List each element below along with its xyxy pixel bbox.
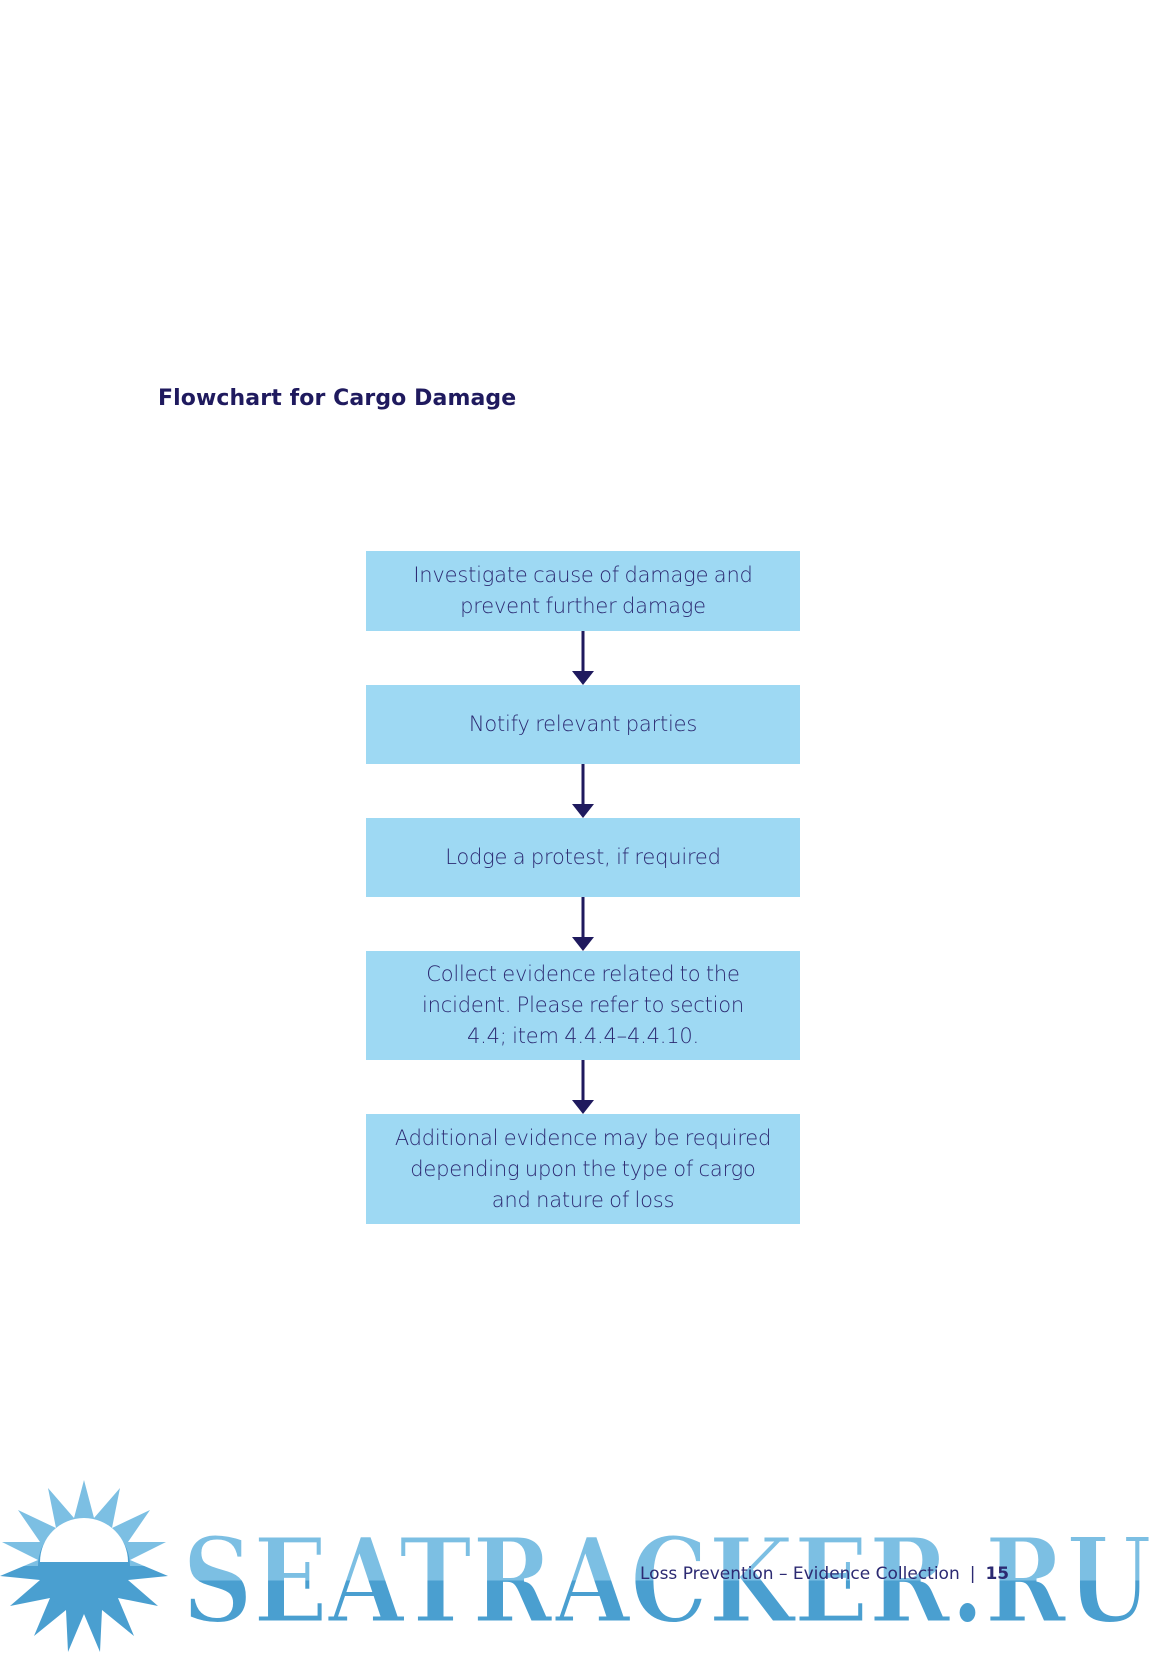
flow-step-line: Investigate cause of damage and xyxy=(413,563,753,587)
flow-step-line: Collect evidence related to the xyxy=(426,962,740,986)
flow-step-label: Lodge a protest, if required xyxy=(445,845,721,869)
flow-step-label: Investigate cause of damage and prevent … xyxy=(413,560,753,622)
flow-step-notify: Notify relevant parties xyxy=(366,685,800,764)
flow-step-line: 4.4; item 4.4.4–4.4.10. xyxy=(466,1024,700,1048)
flow-step-line: and nature of loss xyxy=(491,1187,675,1212)
flow-step-label: Collect evidence related to the incident… xyxy=(422,959,744,1052)
flow-step-additional-evidence: Additional evidence may be required depe… xyxy=(366,1114,800,1224)
footer-section: Loss Prevention – Evidence Collection xyxy=(640,1564,960,1584)
footer-separator: | xyxy=(969,1564,976,1584)
page-title: Flowchart for Cargo Damage xyxy=(158,386,517,411)
arrow-down-icon xyxy=(572,764,594,818)
arrow-down-icon xyxy=(572,1060,594,1114)
sun-icon xyxy=(0,1480,168,1652)
watermark-text: SEATRACKER.RU xyxy=(182,1511,1152,1650)
flow-step-line: prevent further damage xyxy=(460,594,706,618)
flow-step-line: incident. Please refer to section xyxy=(422,993,744,1017)
arrow-down-icon xyxy=(572,631,594,685)
page-footer: Loss Prevention – Evidence Collection | 15 xyxy=(640,1564,1009,1584)
flow-step-line: depending upon the type of cargo xyxy=(410,1156,756,1181)
flow-step-label: Notify relevant parties xyxy=(468,712,698,736)
watermark: SEATRACKER.RU xyxy=(0,1480,1154,1652)
page-number: 15 xyxy=(985,1564,1010,1584)
flow-step-line: Additional evidence may be required xyxy=(394,1125,772,1150)
flow-step-label: Additional evidence may be required depe… xyxy=(394,1123,772,1216)
flow-step-collect-evidence: Collect evidence related to the incident… xyxy=(366,951,800,1060)
flow-step-protest: Lodge a protest, if required xyxy=(366,818,800,897)
flow-step-investigate: Investigate cause of damage and prevent … xyxy=(366,551,800,631)
arrow-down-icon xyxy=(572,897,594,951)
